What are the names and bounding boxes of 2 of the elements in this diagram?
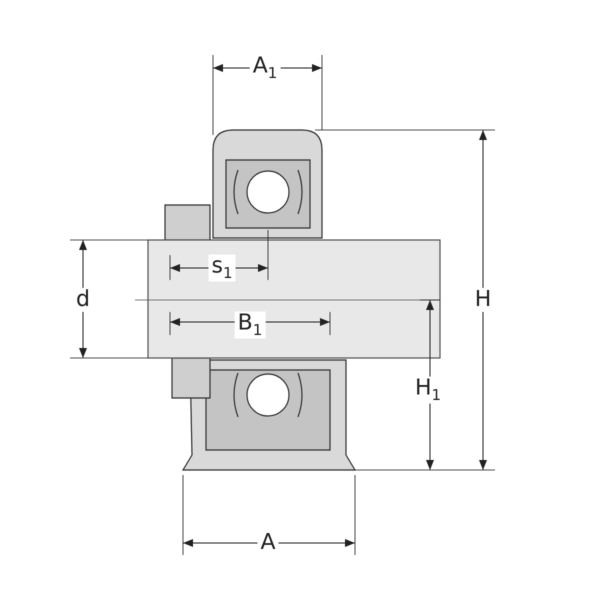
dimension-label: B$_{1}$ [234,312,266,338]
dimension-label: s$_{1}$ [208,254,236,282]
